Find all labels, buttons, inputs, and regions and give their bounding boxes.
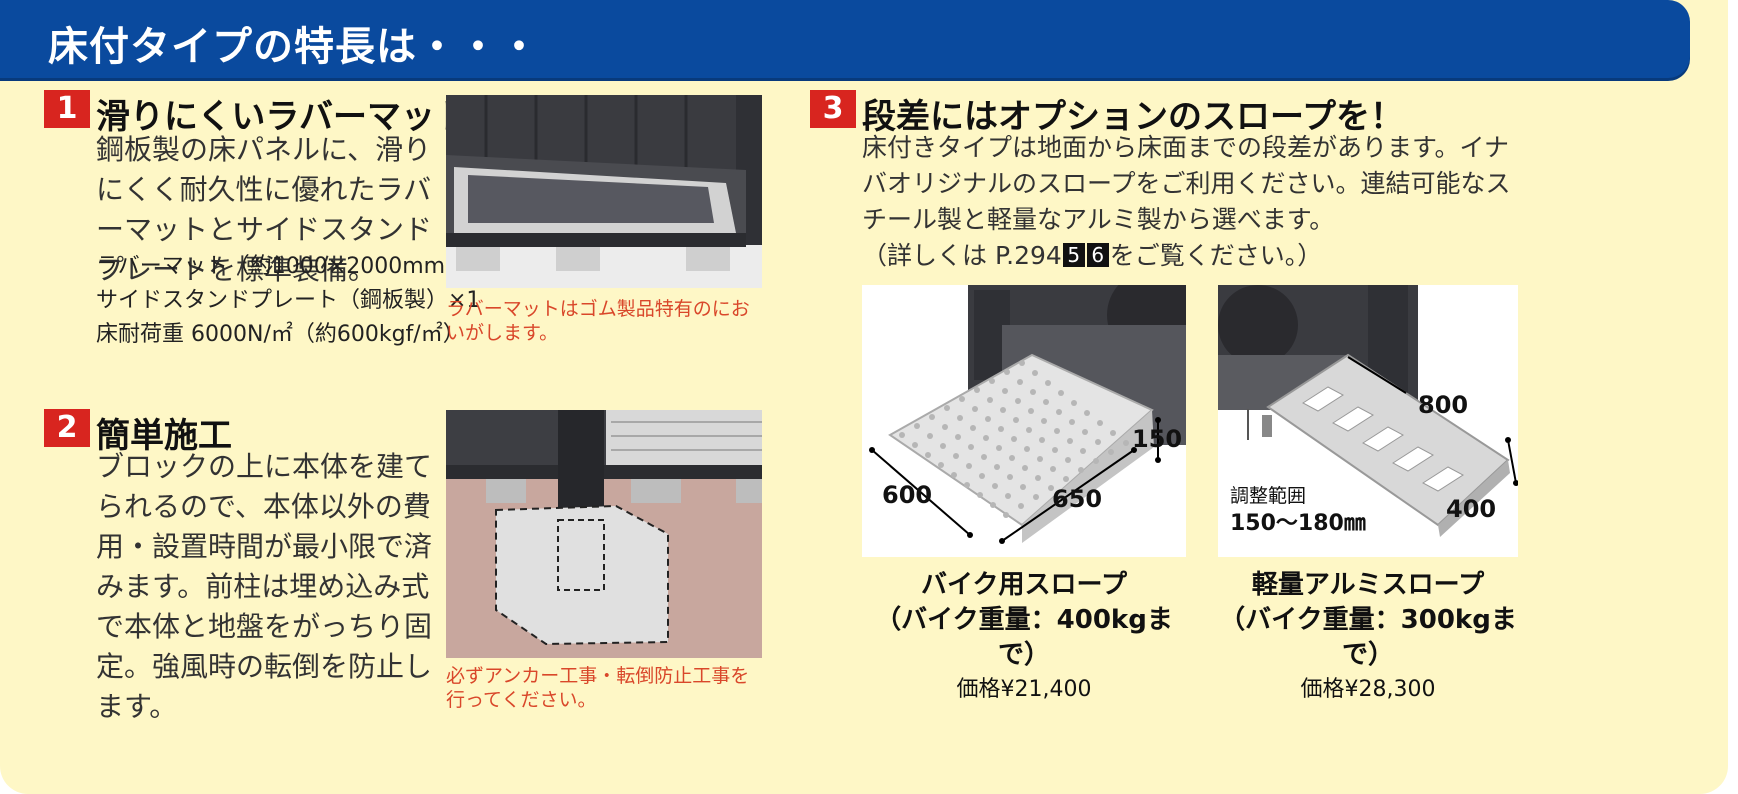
bike-slope-price: 価格¥21,400 xyxy=(956,677,1092,702)
section-2-number: 2 xyxy=(44,409,90,447)
section-1-spec-2: サイドスタンドプレート（鋼板製）×1 xyxy=(96,288,481,313)
aluminum-slope-price: 価格¥28,300 xyxy=(1300,677,1436,702)
banner-title: 床付タイプの特長は・・・ xyxy=(48,24,540,70)
section-2-title: 簡単施工 xyxy=(96,416,232,456)
bike-slope-name: バイク用スロープ xyxy=(921,570,1127,600)
section-1-spec-1: ラバーマット（約1000×2000mm）×1 xyxy=(96,254,500,279)
aluminum-slope-length-label: 800 xyxy=(1418,391,1468,419)
aluminum-slope-name: 軽量アルミスロープ xyxy=(1251,570,1485,600)
header-banner: 床付タイプの特長は・・・ xyxy=(0,0,1690,78)
page-badge-5: 5 xyxy=(1062,243,1085,267)
adjust-range-value: 150～180㎜ xyxy=(1230,511,1366,536)
section-2-body: ブロックの上に本体を建てられるので、本体以外の費用・設置時間が最小限で済みます。… xyxy=(96,450,433,723)
section-3-number: 3 xyxy=(810,90,856,128)
adjust-range-label: 調整範囲 xyxy=(1230,485,1306,507)
bike-slope-image: 600 650 150 xyxy=(862,285,1186,557)
section-2-note: 必ずアンカー工事・転倒防止工事を行ってください。 xyxy=(446,665,750,711)
foundation-photo xyxy=(446,410,762,658)
bike-slope-caption: バイク用スロープ （バイク重量：400kgまで） 価格¥21,400 xyxy=(862,568,1186,707)
section-1-note: ラバーマットはゴム製品特有のにおいがします。 xyxy=(446,298,750,344)
reference-prefix: （詳しくは P.294 xyxy=(862,241,1062,270)
bike-slope-width-label: 600 xyxy=(882,481,932,509)
section-3-body: 床付きタイプは地面から床面までの段差があります。イナバオリジナルのスロープをご利… xyxy=(862,133,1511,234)
aluminum-slope-load: （バイク重量：300kgまで） xyxy=(1219,605,1517,670)
page-badge-6: 6 xyxy=(1086,243,1109,267)
section-1-number: 1 xyxy=(44,90,90,128)
section-1-body: 鋼板製の床パネルに、滑りにくく耐久性に優れたラバーマットとサイドスタンドプレート… xyxy=(96,133,433,286)
aluminum-slope-image: 800 400 調整範囲 150～180㎜ xyxy=(1218,285,1518,557)
bike-slope-length-label: 650 xyxy=(1052,485,1102,513)
aluminum-slope-caption: 軽量アルミスロープ （バイク重量：300kgまで） 価格¥28,300 xyxy=(1218,568,1518,707)
reference-suffix: をご覧ください。） xyxy=(1109,241,1323,270)
section-1-title: 滑りにくいラバーマット付 xyxy=(96,97,503,137)
bike-slope-height-label: 150 xyxy=(1132,425,1182,453)
aluminum-slope-width-label: 400 xyxy=(1446,495,1496,523)
bike-slope-load: （バイク重量：400kgまで） xyxy=(875,605,1173,670)
section-3-title: 段差にはオプションのスロープを！ xyxy=(862,97,1404,137)
section-1-spec-3: 床耐荷重 6000N/㎡（約600kgf/㎡） xyxy=(96,322,465,347)
rubber-mat-photo xyxy=(446,95,762,288)
